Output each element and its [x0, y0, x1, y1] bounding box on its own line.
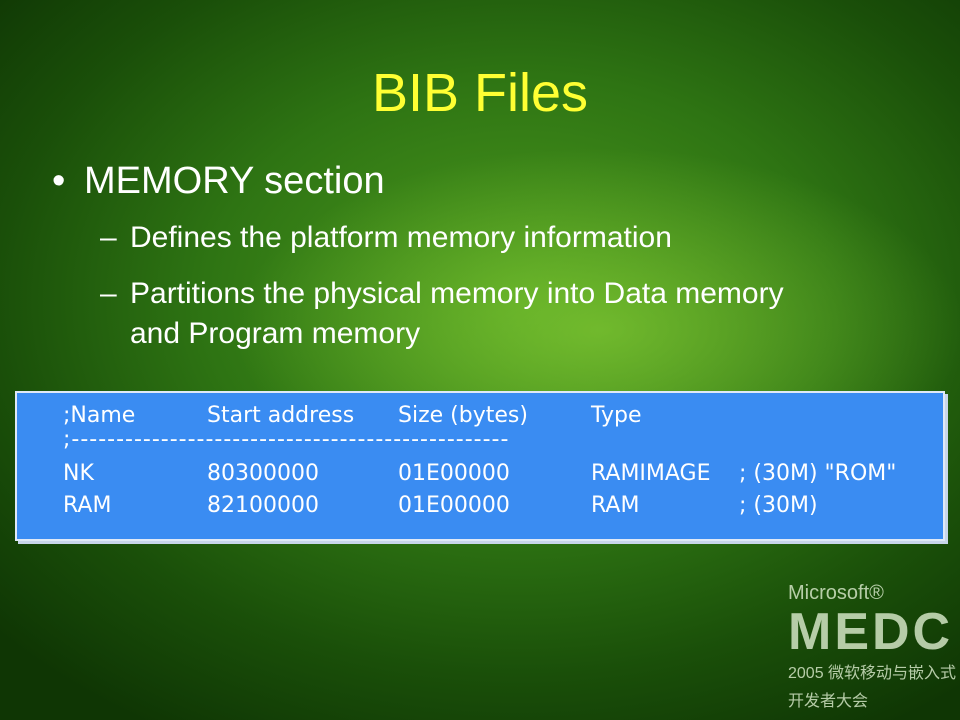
code-cell: Start address	[207, 403, 355, 428]
bullet-marker: •	[52, 160, 66, 202]
code-cell: RAM	[591, 493, 640, 518]
sub-bullet-text: Defines the platform memory information	[130, 221, 672, 254]
code-cell: ;Name	[63, 403, 136, 428]
bullet-memory-section: • MEMORY section	[52, 160, 385, 203]
code-cell: 01E00000	[398, 493, 510, 518]
dash-marker: –	[100, 221, 117, 254]
dash-marker: –	[100, 277, 117, 310]
logo-name: MEDC	[788, 603, 954, 661]
medc-logo: Microsoft® MEDC 2005 微软移动与嵌入式 开发者大会	[788, 582, 956, 711]
logo-brand: Microsoft®	[788, 582, 884, 604]
code-cell: RAMIMAGE	[591, 461, 711, 486]
code-cell: ; (30M) "ROM"	[739, 461, 897, 486]
code-cell: Type	[591, 403, 642, 428]
logo-line2: 开发者大会	[788, 693, 869, 710]
sub-bullet-partitions: –Partitions the physical memory into Dat…	[100, 274, 830, 354]
code-cell: ; (30M)	[739, 493, 818, 518]
code-cell: 80300000	[207, 461, 319, 486]
code-cell: 01E00000	[398, 461, 510, 486]
code-cell: Size (bytes)	[398, 403, 528, 428]
slide-title: BIB Files	[371, 63, 589, 123]
sub-bullet-defines: –Defines the platform memory information	[100, 218, 672, 258]
logo-line1: 2005 微软移动与嵌入式	[788, 665, 957, 682]
code-cell: 82100000	[207, 493, 319, 518]
code-cell: NK	[63, 461, 94, 486]
code-box: ;Name Start address Size (bytes) Type ;-…	[15, 391, 945, 541]
bullet-text: MEMORY section	[84, 160, 385, 202]
code-cell: RAM	[63, 493, 112, 518]
code-separator: ;---------------------------------------…	[63, 427, 510, 452]
sub-bullet-text: Partitions the physical memory into Data…	[130, 277, 784, 350]
